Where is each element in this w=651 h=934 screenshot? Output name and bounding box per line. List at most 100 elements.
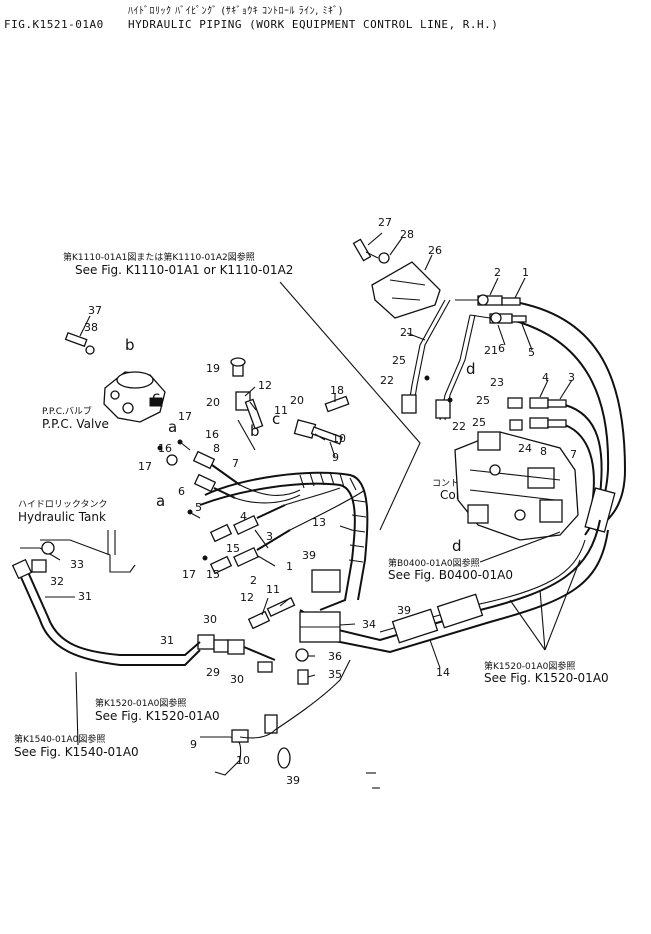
callout-12: 12 (258, 379, 272, 392)
callout-10: 10 (332, 432, 346, 445)
callout-5: 5 (528, 346, 535, 359)
header-title-jp: ﾊｲﾄﾞﾛﾘｯｸ ﾊﾞｲﾋﾟﾝｸﾞ (ｻｷﾞｮｳｷ ｺﾝﾄﾛｰﾙ ﾗｲﾝ, ﾐｷ… (128, 6, 343, 17)
callout-13: 13 (312, 516, 326, 529)
callout-39: 39 (397, 604, 411, 617)
callout-4: 4 (240, 510, 247, 523)
ref-letter-d: d (466, 360, 476, 378)
washer-28 (378, 252, 390, 264)
callout-15: 15 (206, 568, 220, 581)
hydraulic-tank-label-jp: ハイドロリックタンク (18, 500, 108, 510)
callout-11: 11 (266, 583, 280, 596)
callout-2: 2 (250, 574, 257, 587)
fitting-2-nut (477, 294, 489, 306)
fitting-23 (507, 397, 523, 409)
washer-36 (295, 648, 309, 662)
callout-39: 39 (302, 549, 316, 562)
callout-28: 28 (400, 228, 414, 241)
callout-23: 23 (490, 376, 504, 389)
callout-21: 21 (484, 344, 498, 357)
clamp-22-right (435, 399, 451, 419)
ref-letter-a: a (168, 418, 177, 436)
washer-38 (85, 345, 95, 355)
fitting-15-lower (209, 555, 233, 575)
callout-18: 18 (330, 384, 344, 397)
callout-34: 34 (362, 618, 376, 631)
ref-letter-a: a (156, 492, 165, 510)
callout-6: 6 (178, 485, 185, 498)
callout-15: 15 (226, 542, 240, 555)
hose-31-a (19, 574, 201, 666)
callout-5: 5 (195, 501, 202, 514)
fitting-lower-k1520 (257, 661, 273, 673)
callout-30: 30 (203, 613, 217, 626)
elbow-10-upper (293, 419, 317, 439)
callout-21: 21 (400, 326, 414, 339)
control-valve-body (454, 431, 579, 541)
callout-leaders (45, 232, 573, 678)
ref-k1540-jp: 第K1540-01A0図参照 (14, 735, 106, 745)
tube-11-lower (266, 597, 296, 617)
fitting-7 (547, 419, 567, 428)
hose-31-end (11, 558, 33, 580)
fitting-3 (547, 399, 567, 408)
callout-4: 4 (542, 371, 549, 384)
callout-11: 11 (274, 404, 288, 417)
bundle-13-b (204, 471, 369, 601)
callout-14: 14 (436, 666, 450, 679)
ppc-valve-label-en: P.P.C. Valve (42, 417, 109, 431)
bundle-14-c (379, 539, 586, 633)
fitting-8 (529, 417, 549, 429)
ref-k1520-right-jp: 第K1520-01A0図参照 (484, 662, 576, 672)
bundle-14-b (299, 529, 609, 654)
ref-k1540-en: See Fig. K1540-01A0 (14, 745, 139, 759)
fitting-2-lower (233, 546, 259, 568)
header-title-en: HYDRAULIC PIPING (WORK EQUIPMENT CONTROL… (128, 18, 499, 31)
hose-31-b (27, 571, 201, 656)
callout-35: 35 (328, 668, 342, 681)
ref-k1110-leader (279, 281, 421, 531)
callout-38: 38 (84, 321, 98, 334)
callout-9: 9 (332, 451, 339, 464)
callout-24: 24 (518, 442, 532, 455)
callout-19: 19 (206, 362, 220, 375)
callout-20: 20 (290, 394, 304, 407)
ref-letter-c: c (272, 410, 280, 428)
hydraulic-tank-label-en: Hydraulic Tank (18, 510, 106, 524)
callout-17: 17 (138, 460, 152, 473)
fitting-4-lower (233, 514, 259, 536)
callout-2: 2 (494, 266, 501, 279)
protector-39-left (311, 569, 341, 593)
ref-b0400-en: See Fig. B0400-01A0 (388, 568, 514, 582)
callout-1: 1 (522, 266, 529, 279)
callout-10: 10 (236, 754, 250, 767)
protector-39-right (391, 608, 439, 644)
callout-1: 1 (286, 560, 293, 573)
fitting-4 (529, 397, 549, 409)
fitting-16-upper (166, 454, 178, 466)
callout-8: 8 (213, 442, 220, 455)
callout-7: 7 (232, 457, 239, 470)
clamp-22-left (401, 394, 417, 414)
callout-31: 31 (160, 634, 174, 647)
tube-9-upper (310, 426, 343, 445)
fitting-15-upper (209, 523, 233, 543)
callout-16: 16 (158, 442, 172, 455)
clip-39-lower (277, 747, 291, 769)
ppc-valve (103, 371, 166, 423)
ref-b0400-jp: 第B0400-01A0図参照 (388, 559, 480, 569)
callout-12: 12 (240, 591, 254, 604)
tube-11-upper (244, 398, 264, 430)
fitting-32 (31, 559, 47, 573)
callout-7: 7 (570, 448, 577, 461)
callout-3: 3 (568, 371, 575, 384)
fitting-8-upper (192, 450, 216, 470)
ref-k1110-jp: 第K1110-01A1図または第K1110-01A2図参照 (63, 253, 255, 263)
bracket-26 (371, 261, 441, 319)
fitting-24 (509, 419, 523, 431)
callout-30: 30 (230, 673, 244, 686)
callout-39: 39 (286, 774, 300, 787)
ref-letter-b: b (125, 336, 135, 354)
callout-37: 37 (88, 304, 102, 317)
